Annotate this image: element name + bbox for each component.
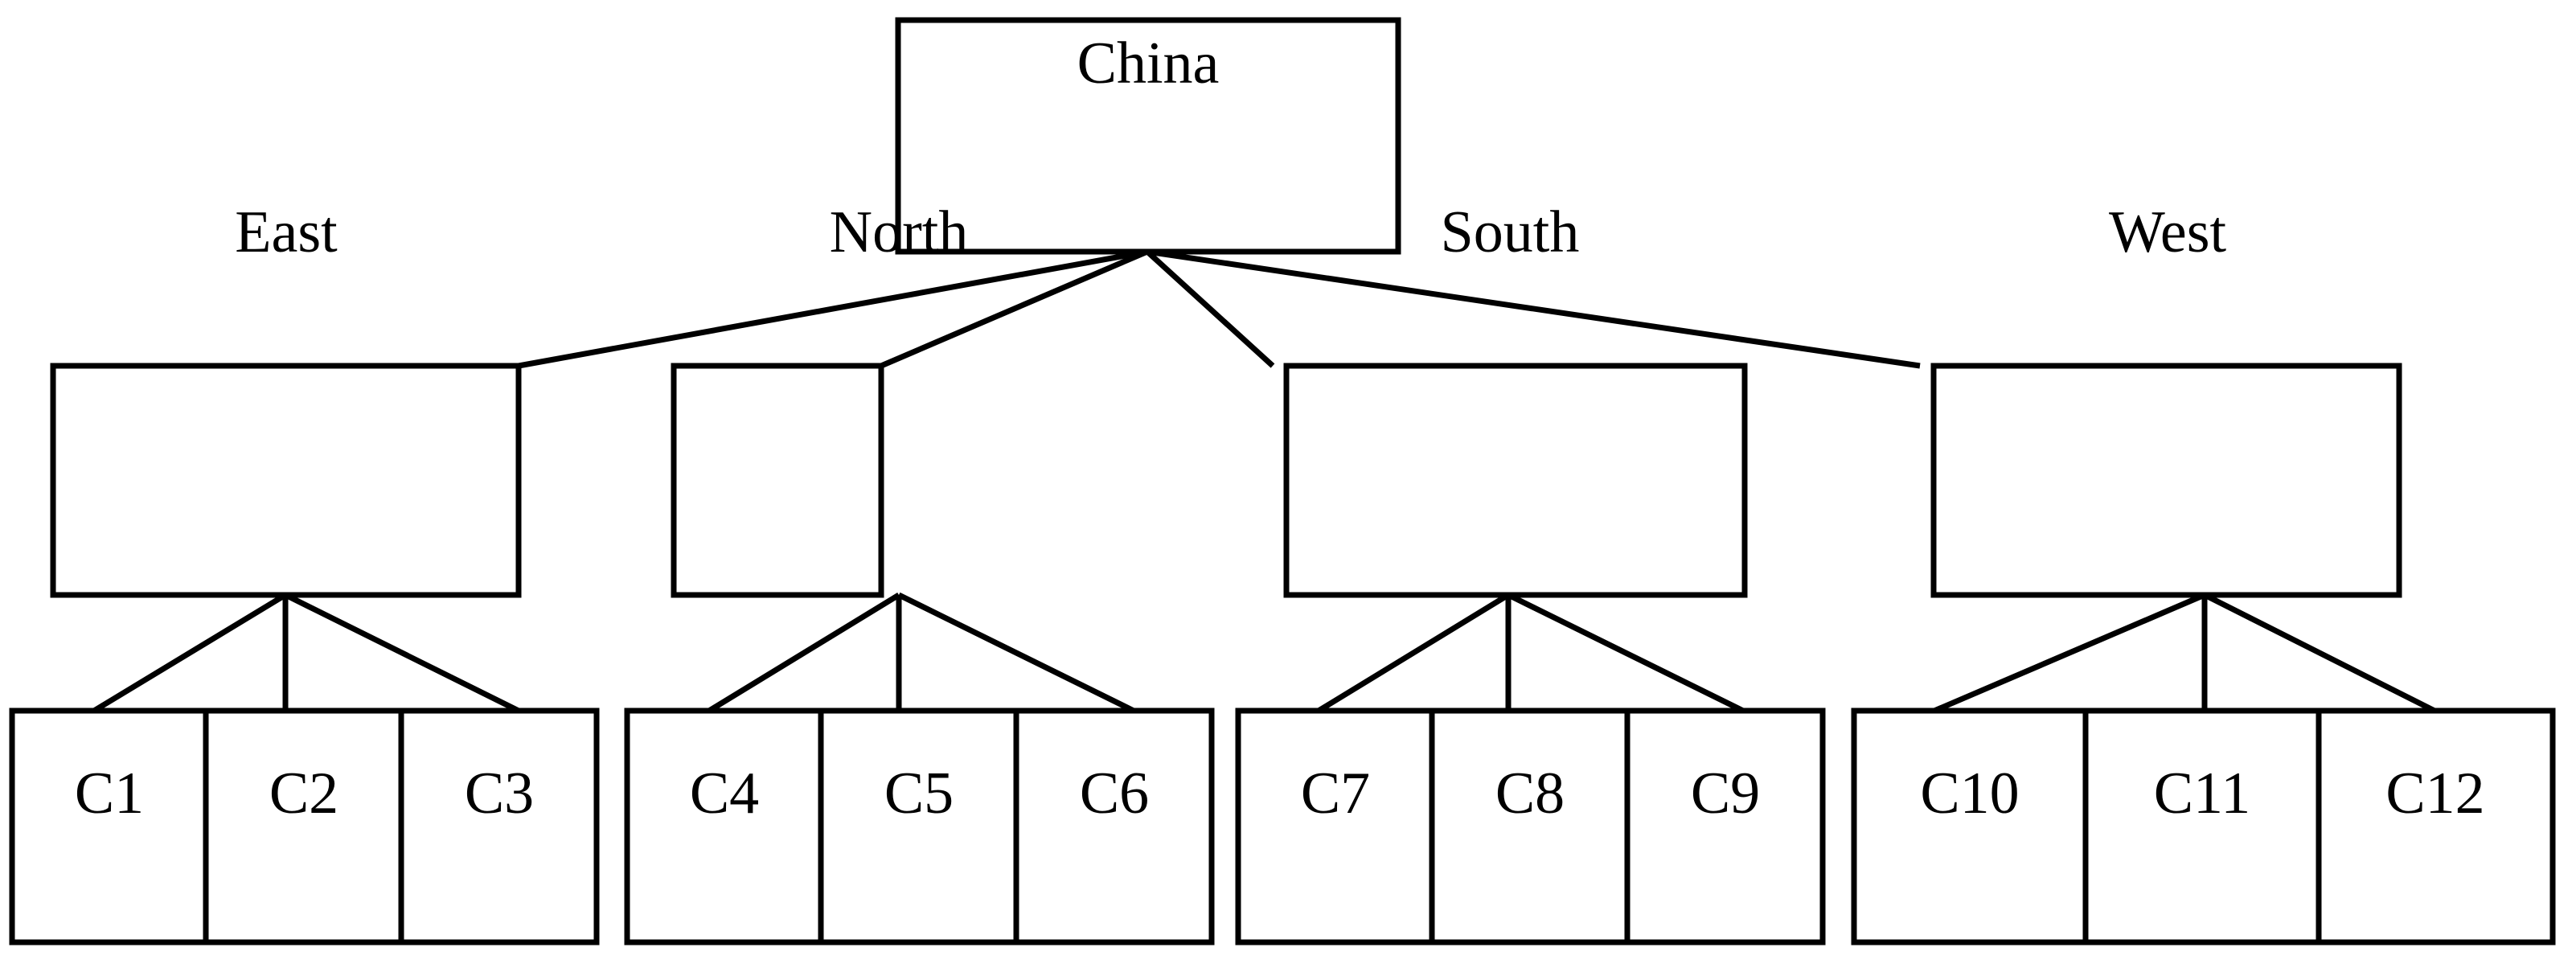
node-west[interactable]: West: [1930, 199, 2402, 598]
edge-china-east: [518, 248, 1148, 369]
edge-east-c3: [284, 592, 520, 714]
node-east-label: East: [235, 199, 338, 265]
node-west-box[interactable]: [1930, 363, 2402, 598]
node-south-label: South: [1441, 199, 1580, 265]
leaf-cell-c9-label: C9: [1691, 761, 1760, 826]
node-south[interactable]: South: [1283, 199, 1748, 598]
leaf-cell-c2-label: C2: [269, 761, 338, 826]
edge-west-c10: [1933, 592, 2206, 714]
edges-east-to-leaves: [92, 592, 520, 714]
leaf-cell-c4-label: C4: [690, 761, 759, 826]
edge-china-south: [1145, 249, 1275, 368]
leaf-cell-c11-label: C11: [2154, 761, 2251, 826]
leaf-group-north: C4 C5 C6: [624, 708, 1215, 945]
edge-south-c7: [1317, 593, 1510, 713]
edges-west-to-leaves: [1933, 592, 2436, 714]
edge-china-north: [880, 248, 1149, 369]
edge-north-c6: [897, 592, 1135, 714]
node-east[interactable]: East: [50, 199, 522, 598]
leaf-cell-c6-label: C6: [1080, 761, 1149, 826]
leaf-cell-c5-label: C5: [884, 761, 954, 826]
edge-south-c9: [1507, 592, 1745, 714]
edges-north-to-leaves: [708, 592, 1135, 714]
leaf-cell-c12-label: C12: [2385, 761, 2484, 826]
leaf-group-west-box: [1851, 708, 2556, 945]
leaf-group-south-box: [1235, 708, 1826, 945]
leaf-group-south: C7 C8 C9: [1235, 708, 1826, 945]
leaf-cell-c7-label: C7: [1301, 761, 1370, 826]
node-west-label: West: [2109, 199, 2227, 265]
node-south-box[interactable]: [1283, 363, 1748, 598]
edge-china-west: [1146, 248, 1921, 369]
leaf-group-east-box: [9, 708, 600, 945]
leaf-cell-c1-label: C1: [75, 761, 144, 826]
node-china-box[interactable]: [895, 17, 1401, 255]
edges-south-to-leaves: [1317, 592, 1745, 714]
edges-root-to-regions: [518, 248, 1921, 369]
leaf-group-east: C1 C2 C3: [9, 708, 600, 945]
leaf-cell-c3-label: C3: [465, 761, 534, 826]
leaf-cell-c8-label: C8: [1495, 761, 1565, 826]
node-china[interactable]: China: [895, 17, 1401, 255]
node-east-box[interactable]: [50, 363, 522, 598]
edge-north-c4: [708, 593, 900, 713]
leaf-group-west: C10 C11 C12: [1851, 708, 2556, 945]
edge-east-c1: [92, 593, 287, 713]
edge-west-c12: [2203, 592, 2436, 714]
node-china-label: China: [1077, 31, 1220, 96]
node-north[interactable]: North: [671, 199, 969, 598]
node-north-box[interactable]: [671, 363, 884, 598]
leaf-group-north-box: [624, 708, 1215, 945]
node-north-label: North: [830, 199, 969, 265]
leaf-cell-c10-label: C10: [1920, 761, 2019, 826]
